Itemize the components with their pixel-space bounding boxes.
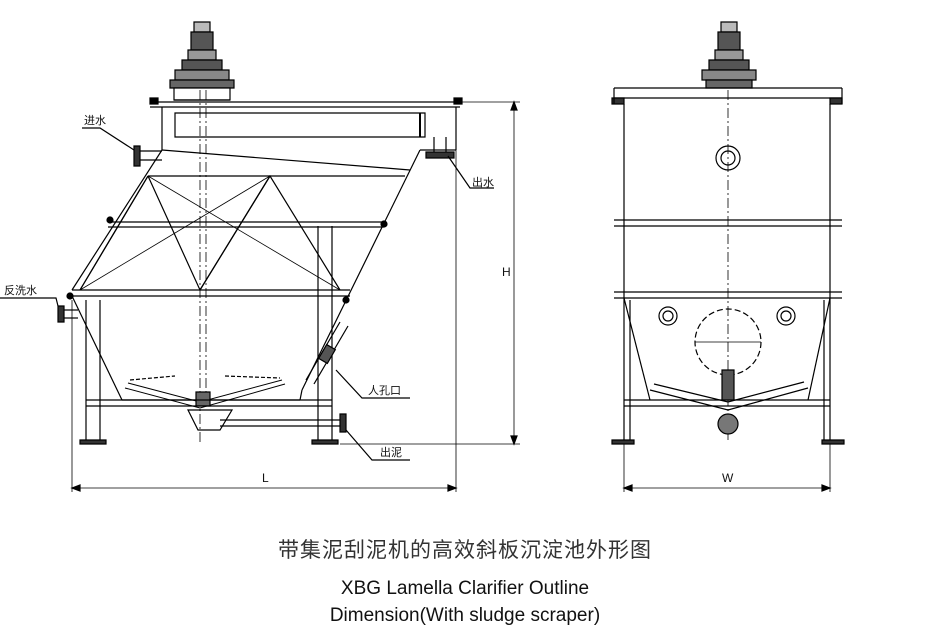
clarifier-outline-drawing: 进水 出水 反洗水 人孔口 出泥 L H W [0, 0, 930, 520]
front-view [0, 22, 520, 492]
drive-motor-front [170, 22, 234, 100]
dimension-length-label: L [262, 471, 269, 485]
outlet-pipe [426, 137, 454, 158]
sludge-outlet-label: 出泥 [380, 445, 402, 459]
backwash-pipe [58, 306, 78, 322]
backwash-label: 反洗水 [4, 284, 37, 297]
dimension-height-label: H [502, 265, 511, 279]
caption-english-line1: XBG Lamella Clarifier Outline [340, 578, 590, 599]
sludge-scraper-end [650, 370, 808, 434]
end-view [612, 22, 844, 492]
outlet-label: 出水 [472, 175, 494, 189]
dimension-width-label: W [722, 471, 734, 485]
drive-motor-end [702, 22, 756, 88]
caption-english-line2: Dimension(With sludge scraper) [329, 605, 601, 626]
sludge-scraper-front [125, 376, 285, 408]
manhole-label: 人孔口 [368, 384, 401, 397]
manhole-front [306, 322, 348, 384]
inlet-label: 进水 [84, 114, 106, 127]
caption-chinese: 带集泥刮泥机的高效斜板沉淀池外形图 [278, 538, 652, 562]
inlet-pipe [134, 146, 162, 166]
